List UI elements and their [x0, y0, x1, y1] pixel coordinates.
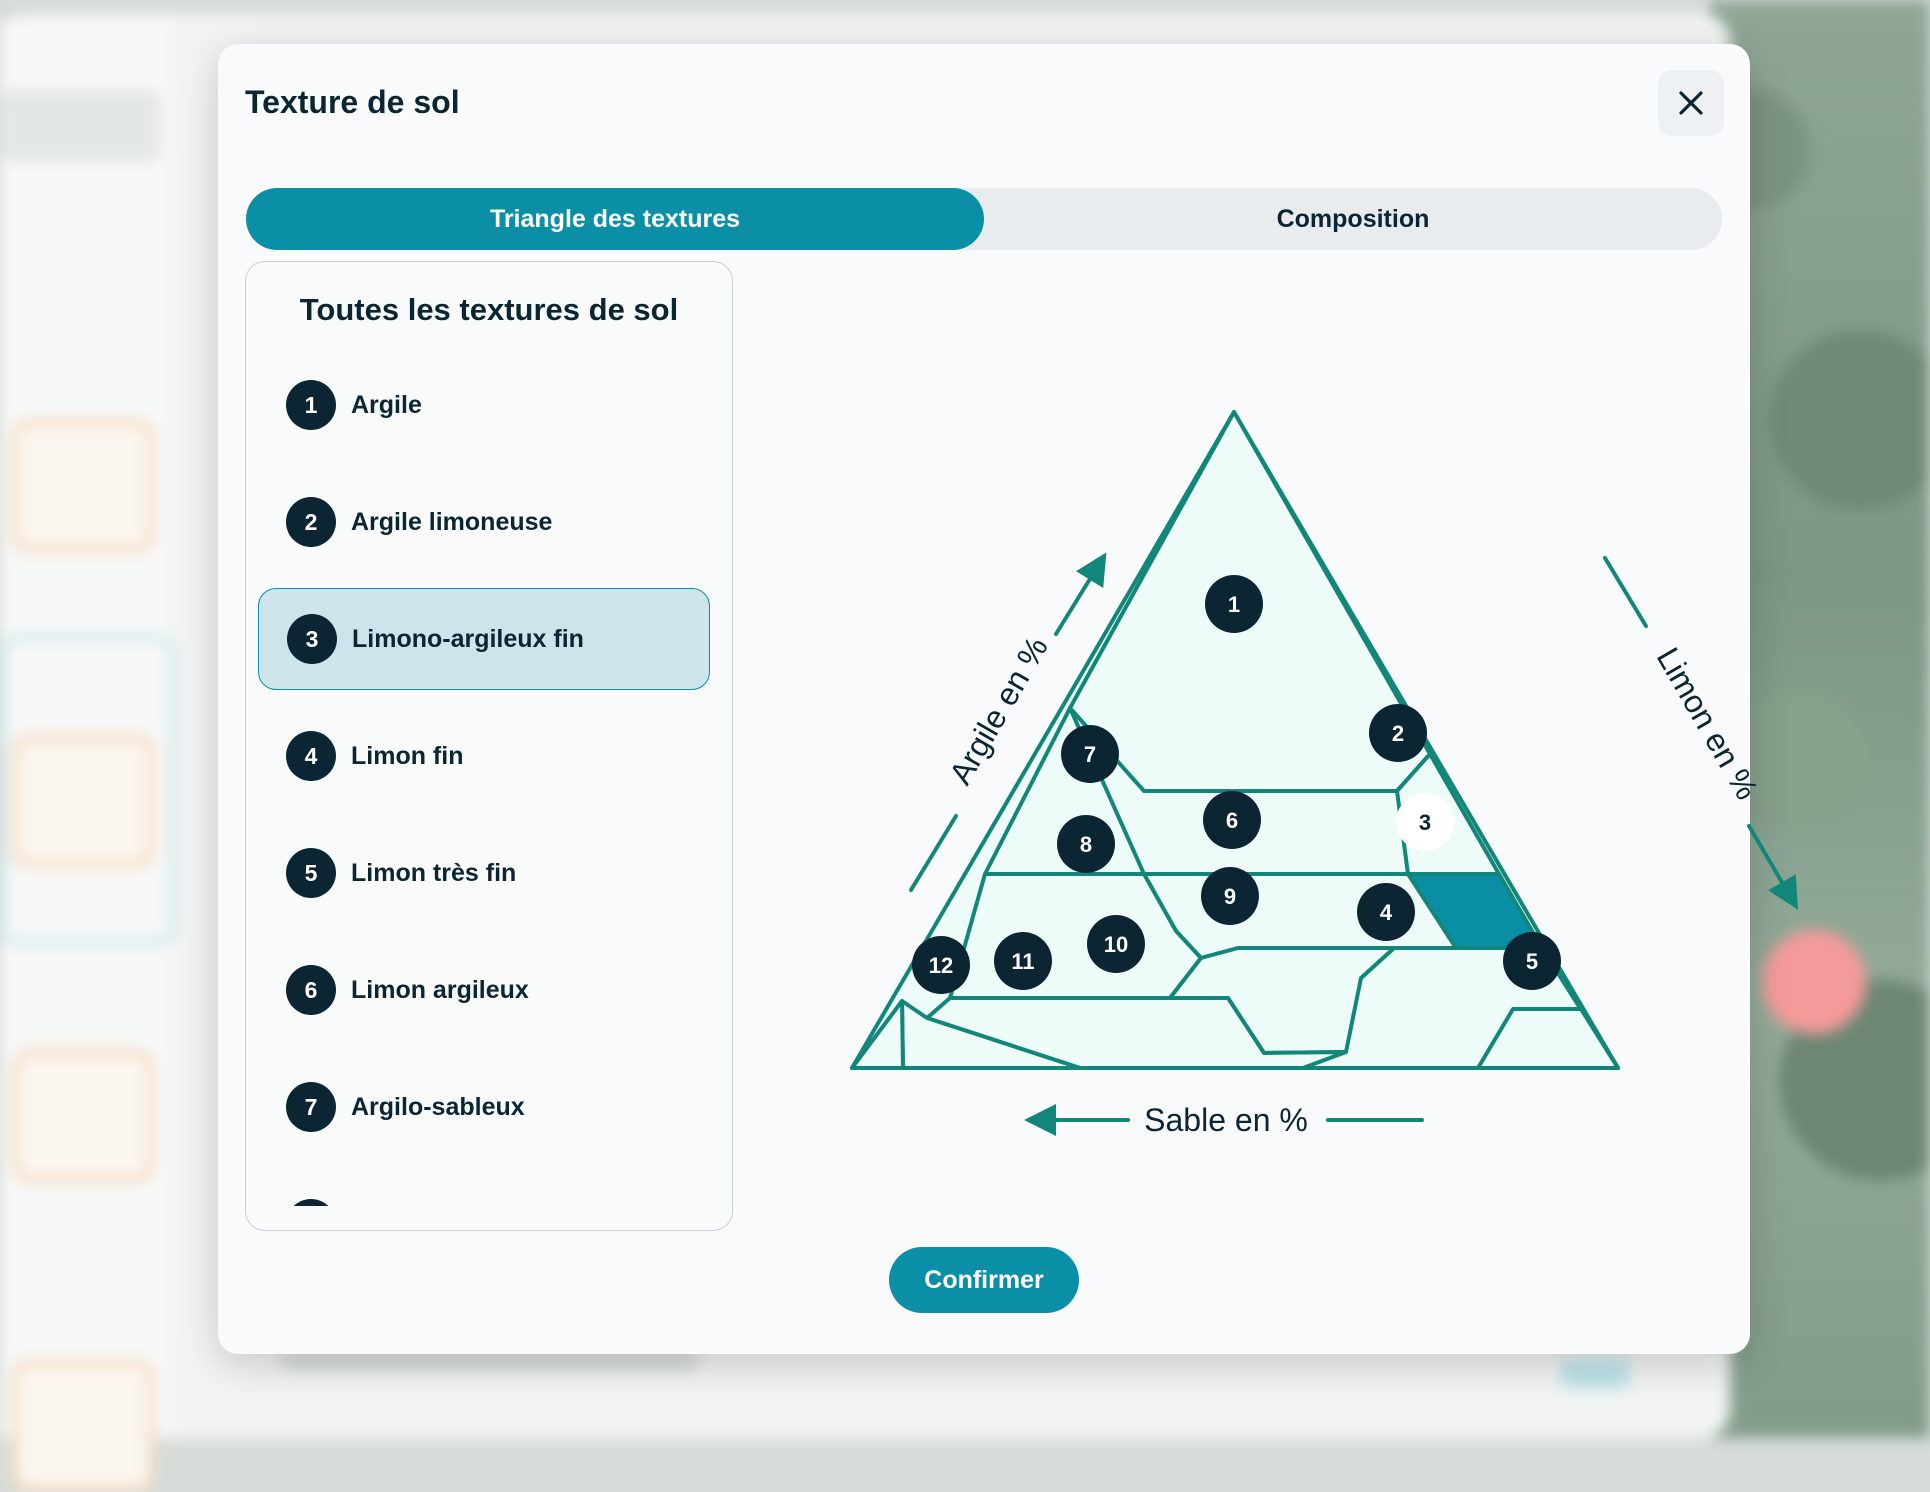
texture-item-label: Argilo-sableux: [351, 1092, 525, 1121]
triangle-zone-badge[interactable]: [1087, 915, 1145, 973]
triangle-zone-badge[interactable]: [1396, 793, 1454, 851]
close-icon: [1679, 91, 1703, 115]
tab-bar: Triangle des textures Composition: [246, 188, 1722, 250]
triangle-zone-number: 12: [929, 953, 953, 978]
texture-modal: Texture de sol Triangle des textures Com…: [218, 44, 1799, 1354]
tab-composition[interactable]: Composition: [984, 188, 1722, 250]
texture-number-badge: 1: [286, 380, 336, 430]
texture-item-label: Limon très fin: [351, 858, 517, 887]
sand-axis-label: Sable en %: [1144, 1102, 1308, 1138]
texture-item-label: Argile: [351, 390, 422, 419]
texture-item-1[interactable]: 1 Argile: [258, 354, 710, 456]
triangle-zone-badge[interactable]: [912, 936, 970, 994]
triangle-zone-badge[interactable]: [1203, 791, 1261, 849]
background-search: [0, 90, 160, 162]
triangle-zone-number: 6: [1226, 808, 1238, 833]
triangle-zone-number: 4: [1380, 900, 1393, 925]
background-card: [12, 420, 154, 552]
texture-number-badge: 5: [286, 848, 336, 898]
tab-triangle-des-textures[interactable]: Triangle des textures: [246, 188, 984, 250]
background-selected-card: [0, 635, 175, 945]
texture-item-label: Limon argileux: [351, 975, 529, 1004]
texture-item-label: Limon fin: [351, 741, 464, 770]
triangle-zone-badge[interactable]: [994, 932, 1052, 990]
background-sidebar: [0, 20, 175, 1492]
texture-number-badge: 4: [286, 731, 336, 781]
background-map-marker: [1762, 930, 1866, 1034]
modal-title: Texture de sol: [245, 84, 460, 120]
background-footer-text: [280, 1355, 700, 1369]
texture-list-title: Toutes les textures de sol: [299, 292, 679, 327]
triangle-zone-badge[interactable]: [1205, 575, 1263, 633]
triangle-zone-number: 8: [1080, 832, 1092, 857]
triangle-zone-number: 1: [1228, 592, 1240, 617]
silt-axis-line: [1603, 556, 1648, 628]
texture-item-3[interactable]: 3 Limono-argileux fin: [258, 588, 710, 690]
texture-number-badge: 6: [286, 965, 336, 1015]
texture-item-6[interactable]: 6 Limon argileux: [258, 939, 710, 1041]
clay-axis-arrow-icon: [1054, 552, 1107, 636]
clay-axis-line: [909, 814, 958, 892]
texture-number-badge: 3: [287, 614, 337, 664]
texture-list-scroll[interactable]: 1 Argile 2 Argile limoneuse 3 Limono-argileux…: [246, 354, 732, 1206]
triangle-zone-badge[interactable]: [1503, 932, 1561, 990]
silt-axis-arrow-icon: [1747, 824, 1799, 910]
triangle-zone-number: 2: [1392, 721, 1404, 746]
silt-axis-label: Limon en %: [1650, 641, 1766, 805]
texture-item-label: Limono-argileux fin: [352, 624, 584, 653]
confirm-button[interactable]: Confirmer: [889, 1247, 1079, 1313]
background-card: [12, 735, 154, 867]
triangle-zone-badge[interactable]: [1057, 815, 1115, 873]
triangle-zone-number: 9: [1224, 884, 1236, 909]
triangle-zone-badge[interactable]: [1061, 725, 1119, 783]
texture-number-badge: 7: [286, 1082, 336, 1132]
close-button[interactable]: [1658, 70, 1724, 136]
background-card: [12, 1360, 154, 1492]
triangle-zone-badge[interactable]: [1201, 867, 1259, 925]
triangle-zone-badge[interactable]: [1369, 704, 1427, 762]
texture-item-5[interactable]: 5 Limon très fin: [258, 822, 710, 924]
texture-number-badge: 8: [286, 1199, 336, 1206]
texture-number-badge: 2: [286, 497, 336, 547]
texture-item-label: Argile limoneuse: [351, 507, 553, 536]
triangle-zone-number: 7: [1084, 742, 1096, 767]
triangle-zone-5[interactable]: [1476, 1007, 1620, 1070]
triangle-zone-12[interactable]: [850, 999, 905, 1070]
triangle-zone-number: 10: [1104, 932, 1128, 957]
triangle-zone-number: 5: [1526, 949, 1538, 974]
texture-item-8[interactable]: 8Limon argilo-sableux: [258, 1173, 710, 1206]
background-footer-button: [1560, 1360, 1630, 1388]
triangle-zone-number: 11: [1011, 949, 1034, 974]
texture-item-4[interactable]: 4 Limon fin: [258, 705, 710, 807]
background-card: [12, 1050, 154, 1182]
triangle-zone-number: 3: [1419, 810, 1431, 835]
triangle-zone-badge[interactable]: [1357, 883, 1415, 941]
texture-item-2[interactable]: 2 Argile limoneuse: [258, 471, 710, 573]
texture-item-7[interactable]: 7 Argilo-sableux: [258, 1056, 710, 1158]
